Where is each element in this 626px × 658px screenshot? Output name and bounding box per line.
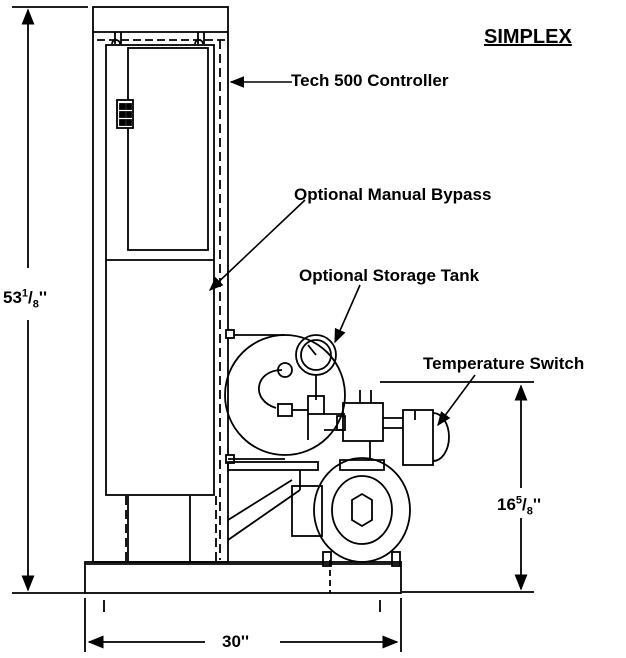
pump-motor: [291, 457, 411, 567]
height-dimension-label: 531/8'': [3, 286, 47, 311]
height-dimension-line: [12, 6, 88, 594]
leader-arrows: [208, 76, 476, 427]
diagram-title: SIMPLEX: [484, 26, 572, 48]
temperature-switch-callout: Temperature Switch: [423, 354, 585, 373]
cabinet-legs: [127, 496, 191, 562]
width-dimension-line: [84, 598, 402, 652]
controller-callout: Tech 500 Controller: [291, 71, 449, 90]
base-skid: [84, 560, 402, 594]
pump-height-dimension-label: 165/8'': [497, 493, 541, 518]
width-dimension-label: 30'': [222, 632, 249, 651]
storage-tank: [224, 329, 346, 464]
bypass-callout: Optional Manual Bypass: [294, 185, 492, 204]
pump-height-dimension-line: [380, 381, 534, 593]
pressure-gauge: [258, 334, 345, 440]
pump-bracket: [227, 461, 319, 541]
bypass-dashed-outline: [125, 40, 221, 562]
tee-fitting: [336, 390, 403, 458]
tank-callout: Optional Storage Tank: [299, 266, 480, 285]
controller-enclosure: [105, 44, 215, 496]
